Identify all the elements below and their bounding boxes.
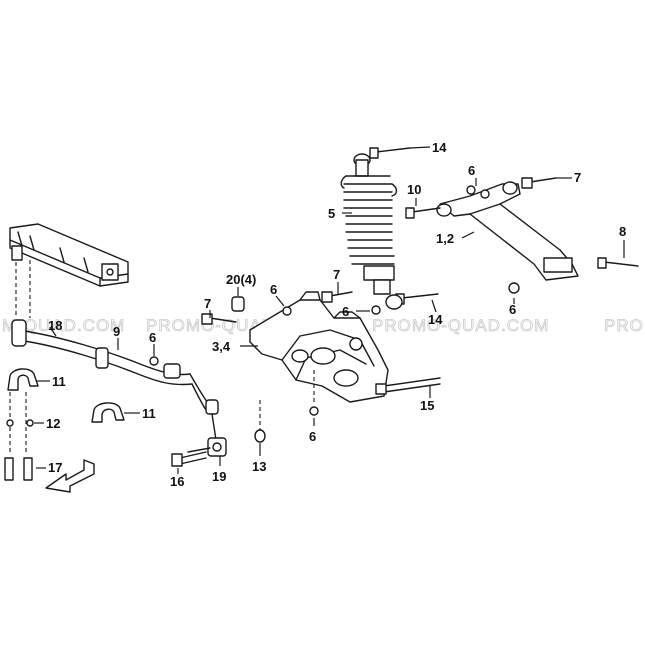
watermark-left: M-QUAD.COM	[2, 316, 125, 335]
callout-1-2: 1,2	[436, 231, 454, 246]
upper-a-arm	[436, 181, 579, 281]
callout-13: 13	[252, 459, 266, 474]
bolt-8	[597, 257, 639, 269]
bolt-10	[405, 207, 441, 219]
shock-absorber	[340, 153, 403, 310]
washer-12a	[6, 419, 14, 427]
callout-20: 20(4)	[226, 272, 256, 287]
bolt-16	[171, 451, 207, 467]
nut-6-b	[282, 306, 292, 316]
nut-6-d	[508, 282, 520, 294]
nut-6-e	[149, 356, 159, 366]
callout-14-lower: 14	[428, 312, 443, 327]
bracket-11b	[91, 402, 125, 423]
lower-arm	[249, 291, 389, 403]
nut-6-a2	[480, 189, 490, 199]
watermark-mid2: PROMO-QUAD.COM	[372, 316, 549, 335]
washer-12b	[26, 419, 34, 427]
stabilizer-bar	[11, 319, 211, 411]
callout-17: 17	[48, 460, 62, 475]
callout-8: 8	[619, 224, 626, 239]
callout-6-bottom: 6	[309, 429, 316, 444]
callout-6-arm: 6	[270, 282, 277, 297]
callout-19: 19	[212, 469, 226, 484]
frame-bracket	[9, 223, 129, 287]
callout-7-mid: 7	[333, 267, 340, 282]
link-rod	[187, 399, 227, 457]
callout-18: 18	[48, 318, 62, 333]
arrow-front-icon	[45, 459, 95, 493]
callout-6-shock: 6	[342, 304, 349, 319]
bolts-17	[4, 457, 33, 481]
callout-3-4: 3,4	[212, 339, 231, 354]
callout-9: 9	[113, 324, 120, 339]
callout-11-left: 11	[52, 374, 66, 389]
bolt-14-top	[369, 147, 411, 159]
callout-6-arm-right: 6	[509, 302, 516, 317]
bolt-15	[375, 377, 441, 395]
nut-13	[254, 429, 266, 443]
callout-15: 15	[420, 398, 434, 413]
leader-lines	[34, 146, 625, 474]
bolt-7-mid	[321, 291, 353, 303]
callout-10: 10	[407, 182, 421, 197]
nut-6-a1	[466, 185, 476, 195]
watermark-right: PRO	[604, 316, 644, 335]
callout-6-top: 6	[468, 163, 475, 178]
bracket-11a	[7, 368, 39, 391]
callout-6-bar: 6	[149, 330, 156, 345]
callouts: 14 6 7 10 5 1,2 8 7 20(4) 6 7 6 14 6 18 …	[46, 140, 626, 489]
nut-6-c	[371, 305, 381, 315]
callout-16: 16	[170, 474, 184, 489]
callout-7-top: 7	[574, 170, 581, 185]
callout-5: 5	[328, 206, 335, 221]
nut-6-f	[309, 406, 319, 416]
bushing-20	[231, 296, 245, 312]
callout-12: 12	[46, 416, 60, 431]
callout-11-right: 11	[142, 406, 156, 421]
callout-7-left: 7	[204, 296, 211, 311]
callout-14-top: 14	[432, 140, 447, 155]
pivot-bolt-7-left	[201, 313, 237, 325]
bolt-7-top	[521, 177, 557, 189]
